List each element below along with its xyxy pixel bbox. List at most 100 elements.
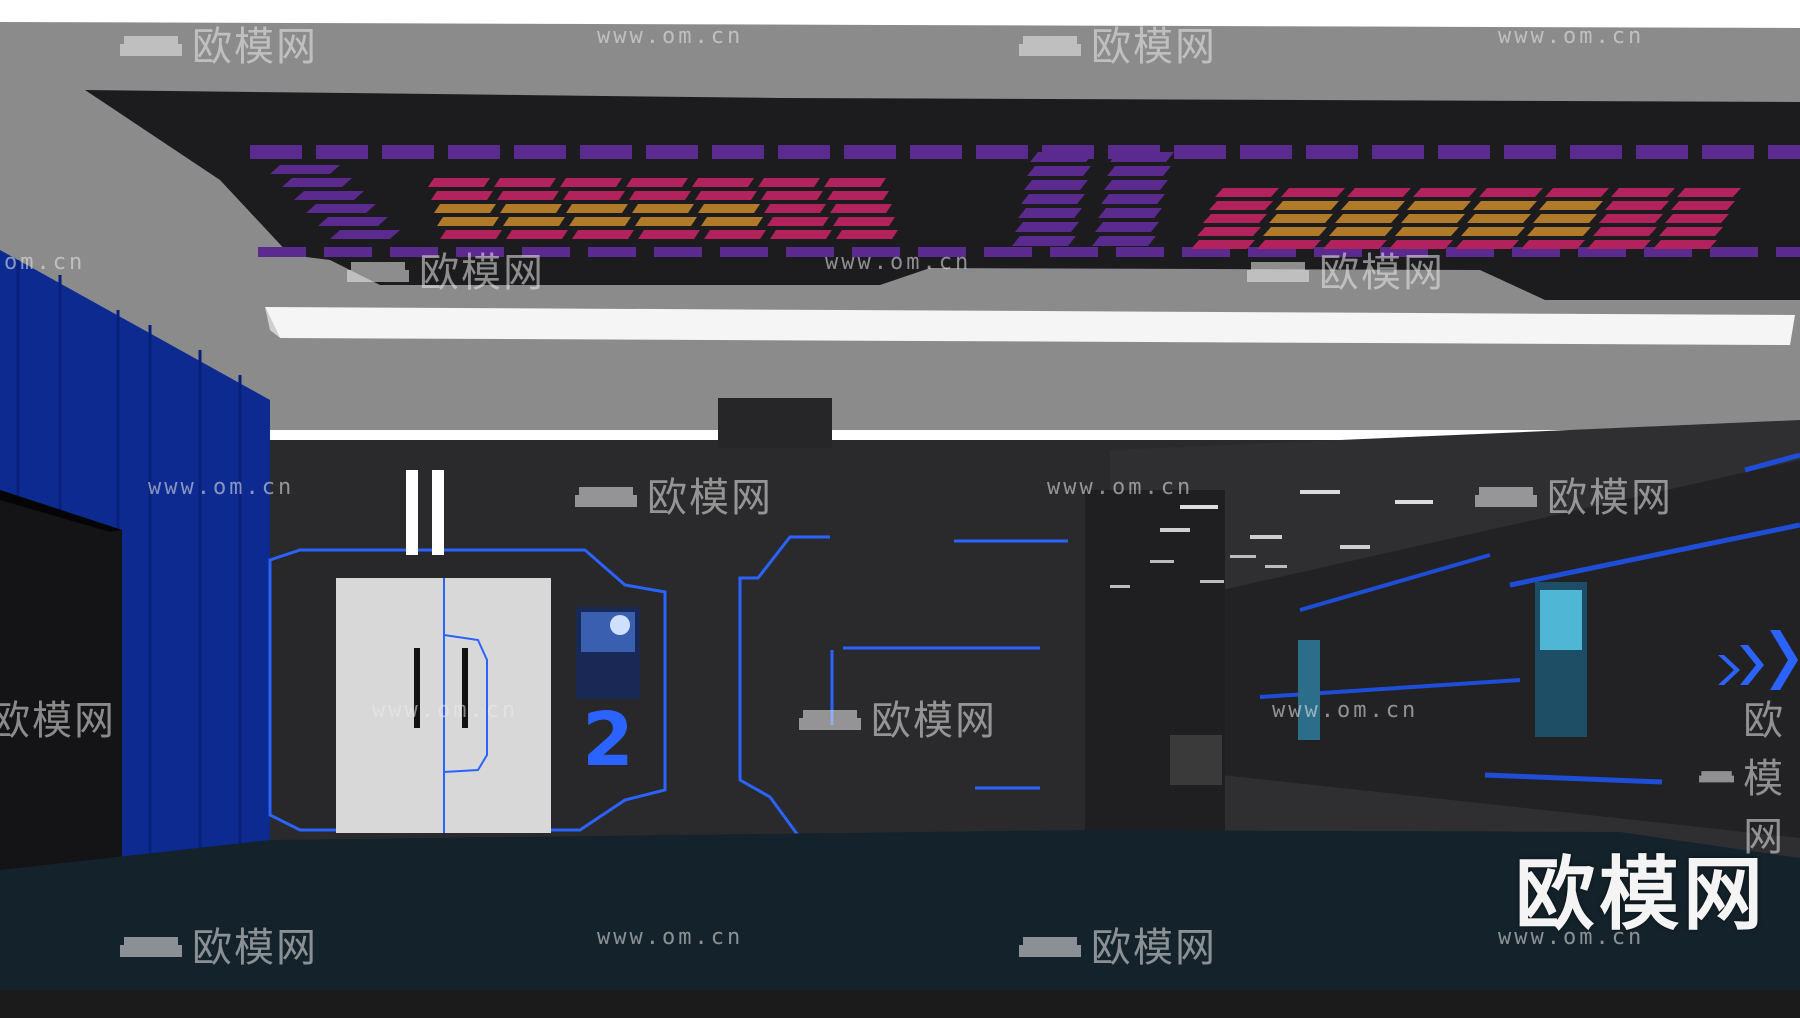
ceiling-led-bar [638,230,700,239]
ceiling-led-bar [1521,240,1585,249]
ceiling-led-bar [428,178,490,187]
left-dark-doorway [0,490,122,880]
ceiling-led-bar [1671,201,1735,210]
ceiling-led-bar [1702,145,1754,159]
ceiling-led-bar [270,165,340,174]
floor [0,830,1800,1018]
ceiling-led-bar [306,204,376,213]
ceiling-led-bar [1527,227,1591,236]
ceiling-led-bar [827,191,889,200]
ceiling-led-bar [761,191,823,200]
ceiling-led-bar [522,247,570,257]
ceiling-led-bar [1776,247,1800,257]
ceiling-led-bar [1461,227,1525,236]
ceiling-led-bar [1116,247,1164,257]
ceiling-led-bar [250,145,302,159]
ceiling-led-bar [1395,227,1459,236]
ceiling-led-bar [1030,152,1094,162]
ceiling-led-bar [720,247,768,257]
ceiling-led-bar [844,145,896,159]
ceiling-led-bar [1438,145,1490,159]
ceiling-led-bar [1570,145,1622,159]
ceiling-led-bar [1533,214,1597,223]
ceiling-led-bar [282,178,352,187]
ceiling-led-bar [786,247,834,257]
ceiling-led-bar [1306,145,1358,159]
left-doorway-frame [0,490,122,532]
ceiling-led-bar [1467,214,1531,223]
door-handle-left[interactable] [414,648,420,728]
ceiling-led-bar [330,230,400,239]
ceiling-led-bar [1024,180,1088,190]
ceiling-led-bar [1110,152,1174,162]
ceiling-led-bar [830,204,892,213]
ceiling-led-bar [1407,201,1471,210]
ceiling-led-bar [1197,227,1261,236]
ceiling-led-bar [1335,214,1399,223]
ceiling-led-bar [437,217,499,226]
ceiling-led-bar [1323,240,1387,249]
ceiling-led-bar [692,178,754,187]
ceiling-led-bar [1644,247,1692,257]
ceiling-led-bar [632,204,694,213]
ceiling-led-bar [1479,188,1543,197]
door-handle-right[interactable] [462,648,468,728]
ceiling-led-bar [1401,214,1465,223]
corridor-ceiling-lights [1110,490,1433,588]
ceiling-led-grid [250,145,1800,257]
ceiling-led-bar [563,191,625,200]
ceiling-led-bar [1098,208,1162,218]
ceiling-led-bar [701,217,763,226]
ceiling-led-bar [1611,188,1675,197]
door-number: 2 [582,697,634,783]
ceiling-led-bar [833,217,895,226]
ceiling-led-bar [1504,145,1556,159]
ceiling-led-bar [852,247,900,257]
ceiling-led-bar [494,178,556,187]
corridor-accent-5 [1484,772,1663,785]
ceiling-led-bar [1027,166,1091,176]
tech-panel-outline [738,535,830,840]
ceiling-led-bar [448,145,500,159]
ceiling-led-bar [629,191,691,200]
ceiling-led-bar [1665,214,1729,223]
ceiling-led-bar [918,247,966,257]
ceiling-led-bar [1372,145,1424,159]
ceiling-led-bar [1248,247,1296,257]
ceiling-led-bar [1182,247,1230,257]
ceiling-led-bar [560,178,622,187]
corridor-accent-4 [1744,452,1800,473]
ceiling-led-bar [258,247,306,257]
ceiling-led-bar [1653,240,1717,249]
ceiling-led-bar [1710,247,1758,257]
ceiling-led-bar [1455,240,1519,249]
ceiling-led-bar [1473,201,1537,210]
ceiling-led-bar [434,204,496,213]
ceiling-led-bar [836,230,898,239]
ceiling-led-bar [695,191,757,200]
ceiling-led-bar [382,145,434,159]
poster-light [610,615,630,635]
ceiling-led-bar [764,204,826,213]
ceiling-led-bar [316,145,368,159]
corridor-poster-2-light [1540,590,1582,650]
ceiling-led-bar [770,230,832,239]
wall-column-top [718,398,832,448]
ceiling-led-bar [1240,145,1292,159]
ceiling-led-bar [1095,222,1159,232]
corridor-opening [1085,490,1225,850]
ceiling-led-bar [1446,247,1494,257]
ceiling-led-bar [324,247,372,257]
ceiling-led-bar [1275,201,1339,210]
ceiling-led-bar [758,178,820,187]
ceiling-led-bar [1257,240,1321,249]
ceiling-led-bar [910,145,962,159]
ceiling-led-bar [654,247,702,257]
ceiling-led-bar [626,178,688,187]
ceiling-led-bar [497,191,559,200]
ceiling-led-bar [976,145,1028,159]
ceiling-led-bar [1314,247,1362,257]
chevron-arrow-icon [1718,630,1798,690]
ceiling-led-bar [1539,201,1603,210]
corridor-poster-1 [1298,640,1320,740]
